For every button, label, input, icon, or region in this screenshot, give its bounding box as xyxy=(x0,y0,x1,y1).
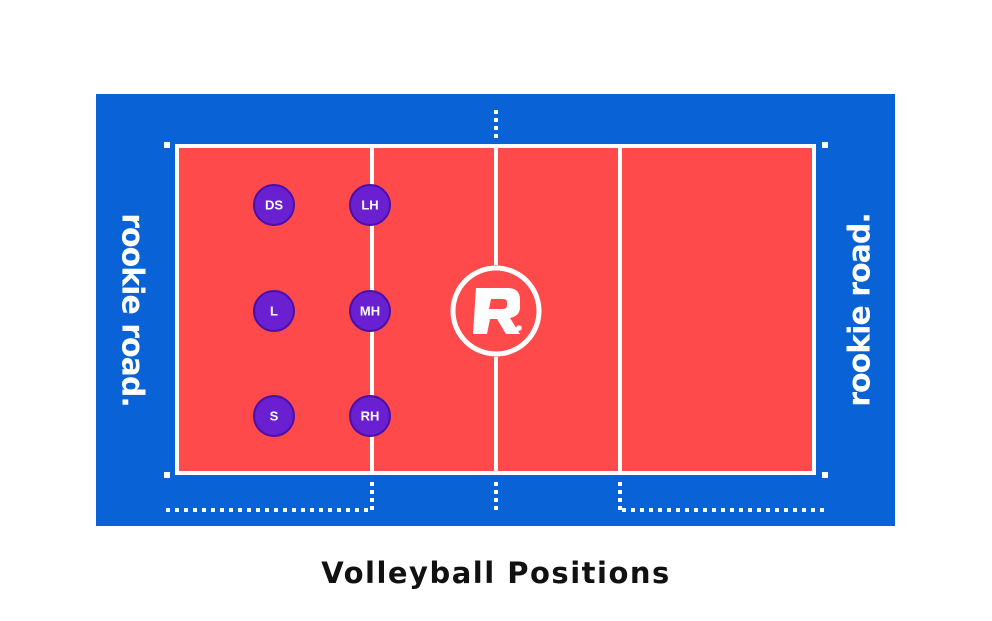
player-marker-circle xyxy=(253,395,295,437)
corner-tick xyxy=(164,142,170,148)
player-marker-l: L xyxy=(253,290,295,332)
player-marker-circle xyxy=(349,184,391,226)
player-marker-s: S xyxy=(253,395,295,437)
corner-tick xyxy=(822,142,828,148)
r-logo-mark xyxy=(473,288,520,334)
corner-tick xyxy=(164,472,170,478)
player-marker-label: DS xyxy=(265,198,283,213)
player-marker-label: S xyxy=(270,409,279,424)
diagram-caption: Volleyball Positions xyxy=(321,556,671,590)
corner-tick xyxy=(822,472,828,478)
brand-text-right: rookie road. xyxy=(843,213,878,407)
player-marker-lh: LH xyxy=(349,184,391,226)
player-markers: DS LH L MH S RH xyxy=(253,184,391,437)
player-marker-circle xyxy=(349,395,391,437)
player-marker-rh: RH xyxy=(349,395,391,437)
player-marker-mh: MH xyxy=(349,290,391,332)
player-marker-circle xyxy=(253,184,295,226)
player-marker-label: RH xyxy=(361,409,380,424)
player-marker-circle xyxy=(349,290,391,332)
player-marker-circle xyxy=(253,290,295,332)
player-marker-ds: DS xyxy=(253,184,295,226)
player-marker-label: L xyxy=(270,304,278,319)
brand-text-left: rookie road. xyxy=(115,213,150,407)
center-logo xyxy=(450,265,542,357)
player-marker-label: MH xyxy=(360,304,380,319)
player-marker-label: LH xyxy=(361,198,378,213)
